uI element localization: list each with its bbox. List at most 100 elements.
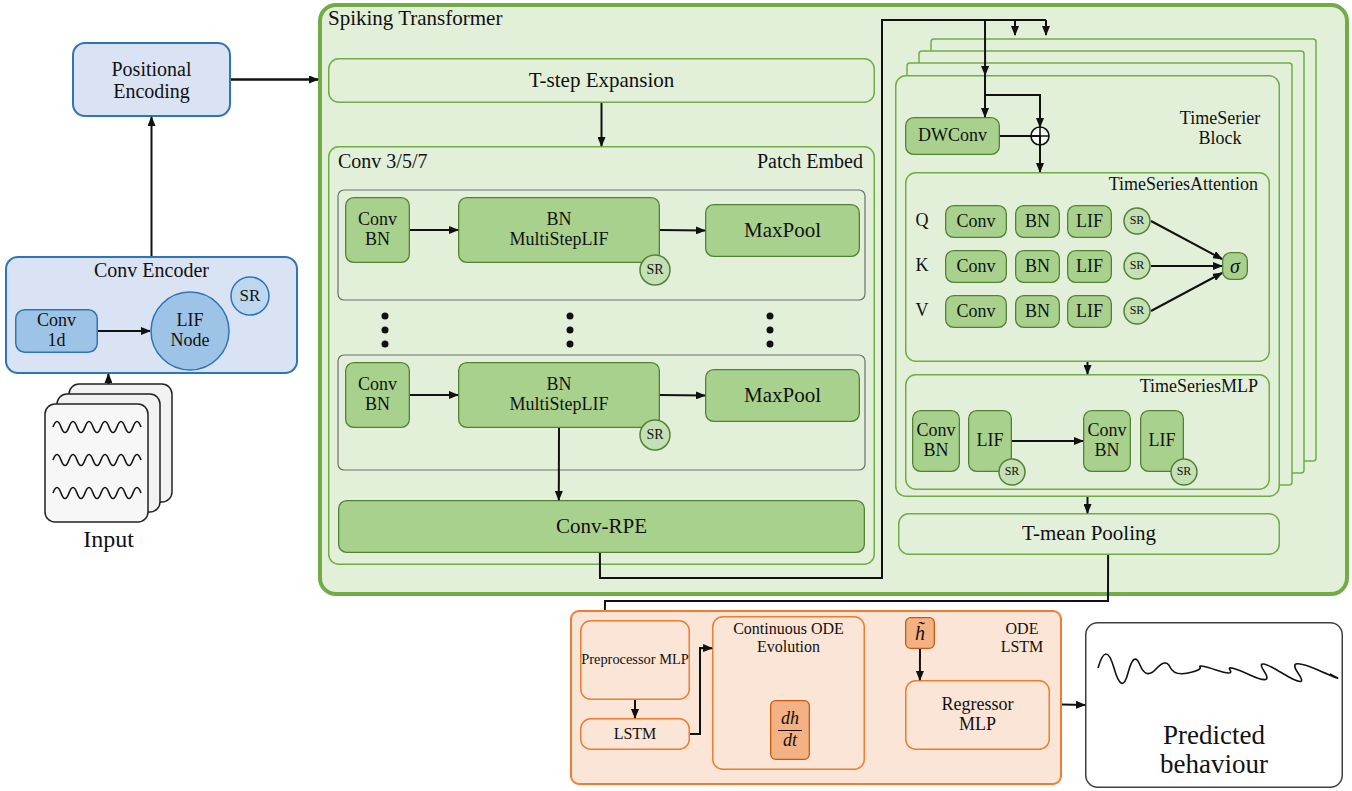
row-label: V bbox=[916, 301, 929, 321]
module-panel: TimeSeriesAttentionConv BN LIF SR Conv BN LIF S… bbox=[905, 172, 1270, 362]
layer-box: LIF bbox=[1067, 205, 1112, 238]
layer-box: LIF bbox=[1067, 295, 1112, 328]
connector bbox=[1000, 136, 1040, 172]
connector bbox=[634, 700, 636, 718]
circle-shape bbox=[231, 277, 269, 315]
decoration bbox=[767, 313, 774, 320]
connector bbox=[1012, 440, 1083, 442]
box-shape bbox=[1068, 206, 1112, 238]
module-panel: T-mean Pooling bbox=[898, 513, 1280, 555]
layer-box: LIF bbox=[1067, 250, 1112, 283]
node-text: SR bbox=[646, 262, 663, 277]
circle-shape bbox=[999, 459, 1025, 485]
layer-box: σ bbox=[1222, 252, 1248, 280]
patch-row-outline bbox=[338, 190, 865, 470]
node-text: Conv bbox=[956, 257, 995, 277]
box-shape bbox=[706, 205, 860, 257]
circle-shape bbox=[1171, 459, 1197, 485]
box-shape bbox=[339, 501, 865, 553]
node-text: BN MultiStepLIF bbox=[499, 375, 619, 415]
node-text: Preprocessor MLP bbox=[581, 652, 689, 668]
connector bbox=[660, 394, 705, 397]
decoration bbox=[919, 51, 1304, 473]
connector bbox=[410, 229, 458, 231]
node-text: TimeSeriesAttention bbox=[1109, 175, 1258, 195]
decoration bbox=[338, 190, 865, 300]
circle-shape bbox=[1124, 253, 1150, 279]
node-text: SR bbox=[1130, 259, 1145, 272]
node-text: Input bbox=[35, 526, 182, 552]
box-shape bbox=[896, 76, 1280, 497]
connector bbox=[98, 330, 150, 332]
decoration bbox=[567, 313, 574, 320]
layer-box: BN bbox=[1015, 250, 1060, 283]
decoration bbox=[1045, 20, 1047, 35]
input-stack bbox=[45, 384, 172, 522]
layer-box: BN MultiStepLIFSR bbox=[458, 362, 660, 428]
module-panel: TimeSeriesMLPConv BNLIFSRConv BNLIFSR bbox=[905, 374, 1270, 490]
node-text: σ bbox=[1230, 255, 1240, 277]
layer-box: Conv BN bbox=[345, 362, 410, 428]
layer-box: Conv bbox=[945, 250, 1007, 283]
ellipsis-dots bbox=[382, 313, 774, 348]
sr-circle: SR bbox=[639, 254, 671, 286]
node-text: LIF bbox=[1149, 431, 1176, 451]
box-shape bbox=[581, 621, 690, 700]
decoration bbox=[382, 341, 389, 348]
node-text: BN bbox=[1025, 257, 1050, 277]
layer-box: MaxPool bbox=[705, 204, 860, 257]
box-shape bbox=[1223, 253, 1248, 280]
box-shape bbox=[771, 701, 810, 760]
box-shape bbox=[6, 257, 297, 373]
box-shape bbox=[329, 59, 875, 103]
connector bbox=[1062, 704, 1085, 707]
connector bbox=[919, 649, 921, 680]
node-text: Continuous ODE Evolution bbox=[716, 620, 861, 655]
circle-shape bbox=[640, 420, 670, 450]
node-text: SR bbox=[646, 427, 663, 442]
input-node: Input bbox=[45, 384, 172, 522]
box-shape bbox=[713, 617, 865, 770]
layer-box: Continuous ODE Evolution dhdt bbox=[712, 616, 865, 770]
circle-shape bbox=[1124, 208, 1150, 234]
symbol-box: dhdt bbox=[770, 700, 810, 760]
module-panel: TimeSerier Block DWConvTimeSeriesAttentio… bbox=[895, 75, 1280, 497]
sr-circle: SR bbox=[1123, 207, 1151, 235]
row-label: Q bbox=[916, 211, 929, 231]
node-text: LIF bbox=[1076, 302, 1103, 322]
box-shape bbox=[571, 611, 1061, 784]
sr-circle: SR bbox=[998, 458, 1026, 486]
decoration bbox=[1098, 654, 1338, 683]
node-text: TimeSerier Block bbox=[1170, 109, 1270, 149]
box-shape bbox=[1016, 206, 1060, 238]
layer-box: MaxPool bbox=[705, 369, 860, 422]
module-panel: T-step Expansion bbox=[328, 58, 875, 103]
box-shape bbox=[906, 173, 1270, 362]
box-shape bbox=[706, 370, 860, 422]
node-text: MaxPool bbox=[744, 219, 821, 242]
box-shape bbox=[459, 363, 660, 428]
connector bbox=[600, 20, 985, 578]
box-shape bbox=[906, 118, 1000, 155]
box-shape bbox=[346, 198, 410, 263]
box-shape bbox=[1016, 251, 1060, 283]
box-shape bbox=[1016, 296, 1060, 328]
box-shape bbox=[1068, 251, 1112, 283]
output-box: Predicted behaviour bbox=[1085, 622, 1343, 788]
decoration bbox=[985, 95, 1040, 127]
node-text: Conv bbox=[956, 302, 995, 322]
node-text: SR bbox=[1130, 304, 1145, 317]
connector bbox=[1151, 221, 1222, 259]
layer-box: Regressor MLP bbox=[905, 680, 1050, 750]
decoration bbox=[567, 327, 574, 334]
box-shape bbox=[346, 363, 410, 428]
node-text: Spiking Transformer bbox=[328, 7, 502, 30]
connector bbox=[231, 78, 318, 81]
layer-box: DWConv bbox=[905, 117, 1000, 155]
node-text: BN bbox=[1025, 212, 1050, 232]
box-shape bbox=[946, 206, 1007, 238]
node-text: LIF bbox=[977, 431, 1004, 451]
connector bbox=[151, 117, 153, 256]
box-shape bbox=[1086, 623, 1343, 788]
box-shape bbox=[899, 514, 1280, 555]
